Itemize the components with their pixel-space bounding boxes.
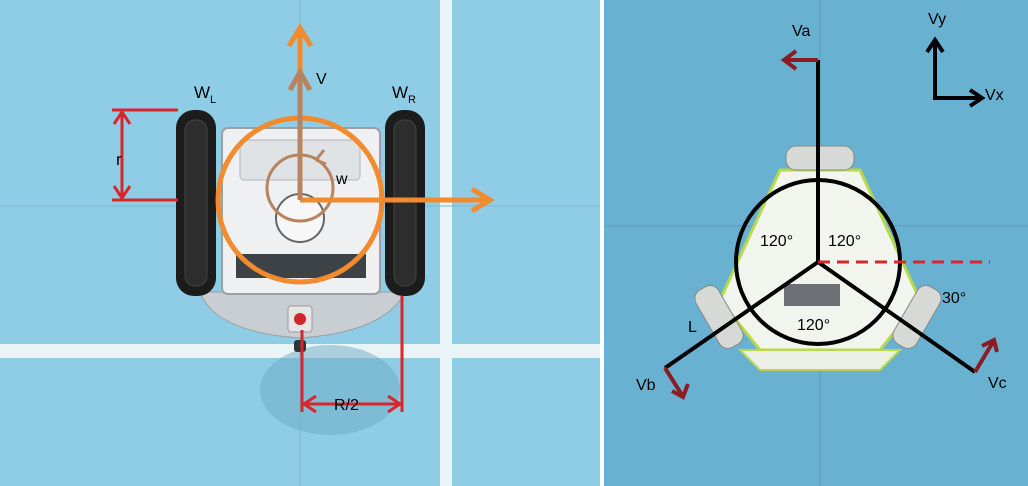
caster-wheel	[294, 340, 306, 352]
right-panel: Va Vb Vc Vy Vx L 120° 120° 120° 30°	[603, 0, 1028, 486]
y-axis-arrow-head	[286, 23, 314, 48]
arm-b	[663, 260, 820, 370]
arm-c	[816, 260, 977, 374]
label-vx: Vx	[985, 87, 1004, 104]
label-half-base: R/2	[334, 397, 359, 414]
label-angle-left: 120°	[760, 233, 793, 250]
wheel-radius-dimension	[112, 108, 178, 202]
label-arm-length: L	[688, 319, 697, 336]
omni-wheel-b	[694, 285, 744, 349]
label-linear-velocity: V	[316, 71, 327, 88]
label-vb: Vb	[636, 377, 656, 394]
robot-shadow	[260, 345, 400, 435]
grid-line-vertical	[440, 0, 452, 486]
label-va: Va	[792, 23, 810, 40]
panel-separator	[600, 0, 604, 486]
label-wheel-left-sub: L	[210, 94, 216, 106]
velocity-arrow-b	[663, 366, 690, 400]
left-panel: WL WR V w r R/2	[0, 0, 603, 486]
omni-wheel-c	[892, 285, 942, 349]
angular-arrow-head	[314, 149, 327, 166]
two-wheel-robot	[176, 110, 425, 352]
robot-battery	[236, 254, 366, 278]
label-vy: Vy	[928, 11, 946, 28]
global-axes	[925, 36, 986, 108]
label-angular-velocity: w	[335, 171, 348, 188]
linear-velocity-arrow-head	[287, 66, 313, 92]
label-angle-right: 120°	[828, 233, 861, 250]
x-axis-arrow-head	[470, 186, 495, 214]
right-wheel-tread	[393, 119, 417, 287]
label-angle-offset: 30°	[942, 290, 966, 307]
omni-robot-battery	[784, 284, 840, 306]
label-vc: Vc	[988, 375, 1007, 392]
caster-red-dot	[294, 313, 306, 325]
velocity-arrow-c	[973, 337, 999, 374]
label-angle-bottom: 120°	[797, 317, 830, 334]
label-wheel-right-sub: R	[408, 94, 416, 106]
label-wheel-right: WR	[392, 83, 416, 106]
label-wheel-radius: r	[116, 150, 122, 169]
label-wheel-left: WL	[194, 83, 216, 106]
velocity-arrow-a	[780, 49, 818, 71]
left-wheel-tread	[184, 119, 208, 287]
half-base-dimension	[300, 296, 404, 414]
omni-robot-front	[737, 349, 903, 371]
